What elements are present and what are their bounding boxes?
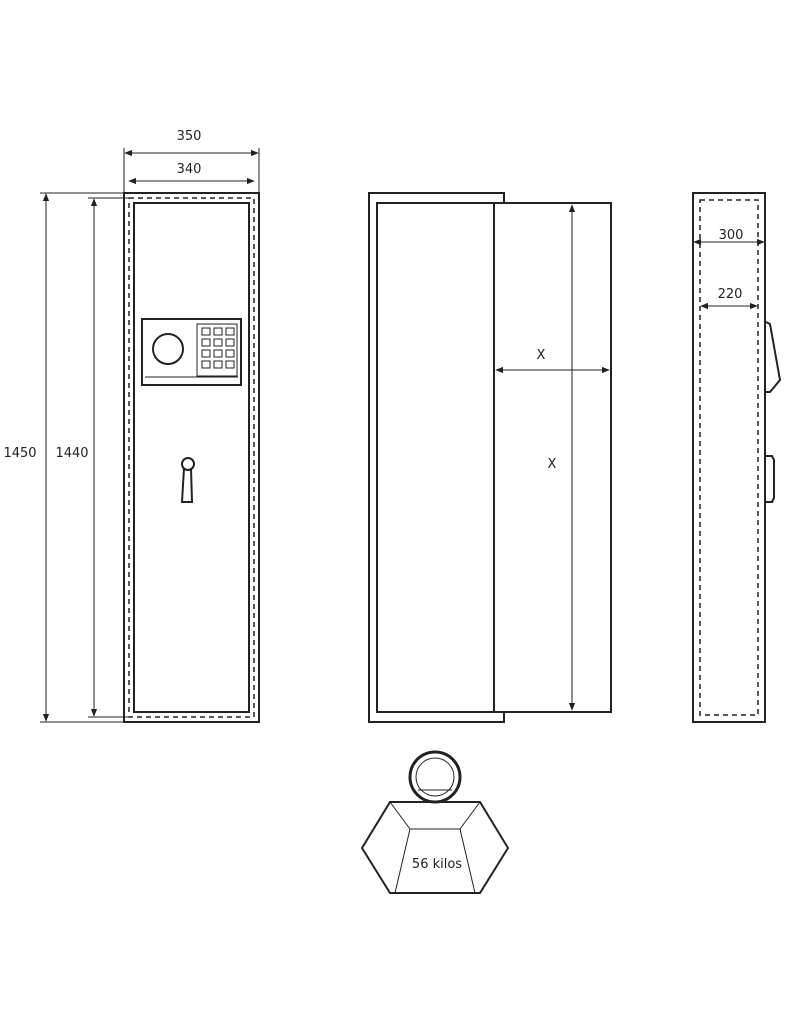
- open-door-view: X X: [368, 192, 612, 723]
- weight-icon: 56 kilos: [360, 750, 510, 894]
- side-handle-profile: [766, 455, 775, 503]
- dim-outer-height-label: 1450: [3, 446, 36, 461]
- side-view: 300 220: [692, 192, 782, 723]
- front-view: 350 340 1450 1440: [3, 129, 260, 723]
- weight-label: 56 kilos: [412, 857, 462, 872]
- dim-inner-width-label: 340: [177, 162, 202, 177]
- side-inner-dashed: [699, 199, 759, 716]
- dim-inner-depth-label: 220: [718, 287, 743, 302]
- side-body: [692, 192, 766, 723]
- front-outer-body: [123, 192, 260, 723]
- dim-door-width-label: X: [537, 348, 546, 363]
- open-door-panel: [493, 202, 612, 713]
- open-cabinet-body: [368, 192, 505, 723]
- front-door-panel: [133, 202, 250, 713]
- open-cabinet-interior: [376, 202, 498, 713]
- dim-outer-width-label: 350: [177, 129, 202, 144]
- side-lock-profile: [765, 321, 782, 393]
- front-door-dashed: [128, 197, 255, 718]
- lock-dial-icon: [152, 333, 184, 365]
- keypad-icon: [201, 327, 235, 369]
- dim-door-height-label: X: [548, 457, 557, 472]
- dim-inner-height-label: 1440: [55, 446, 88, 461]
- electronic-lock: [141, 318, 242, 386]
- dim-outer-depth-label: 300: [719, 228, 744, 243]
- handle-icon: [180, 457, 195, 503]
